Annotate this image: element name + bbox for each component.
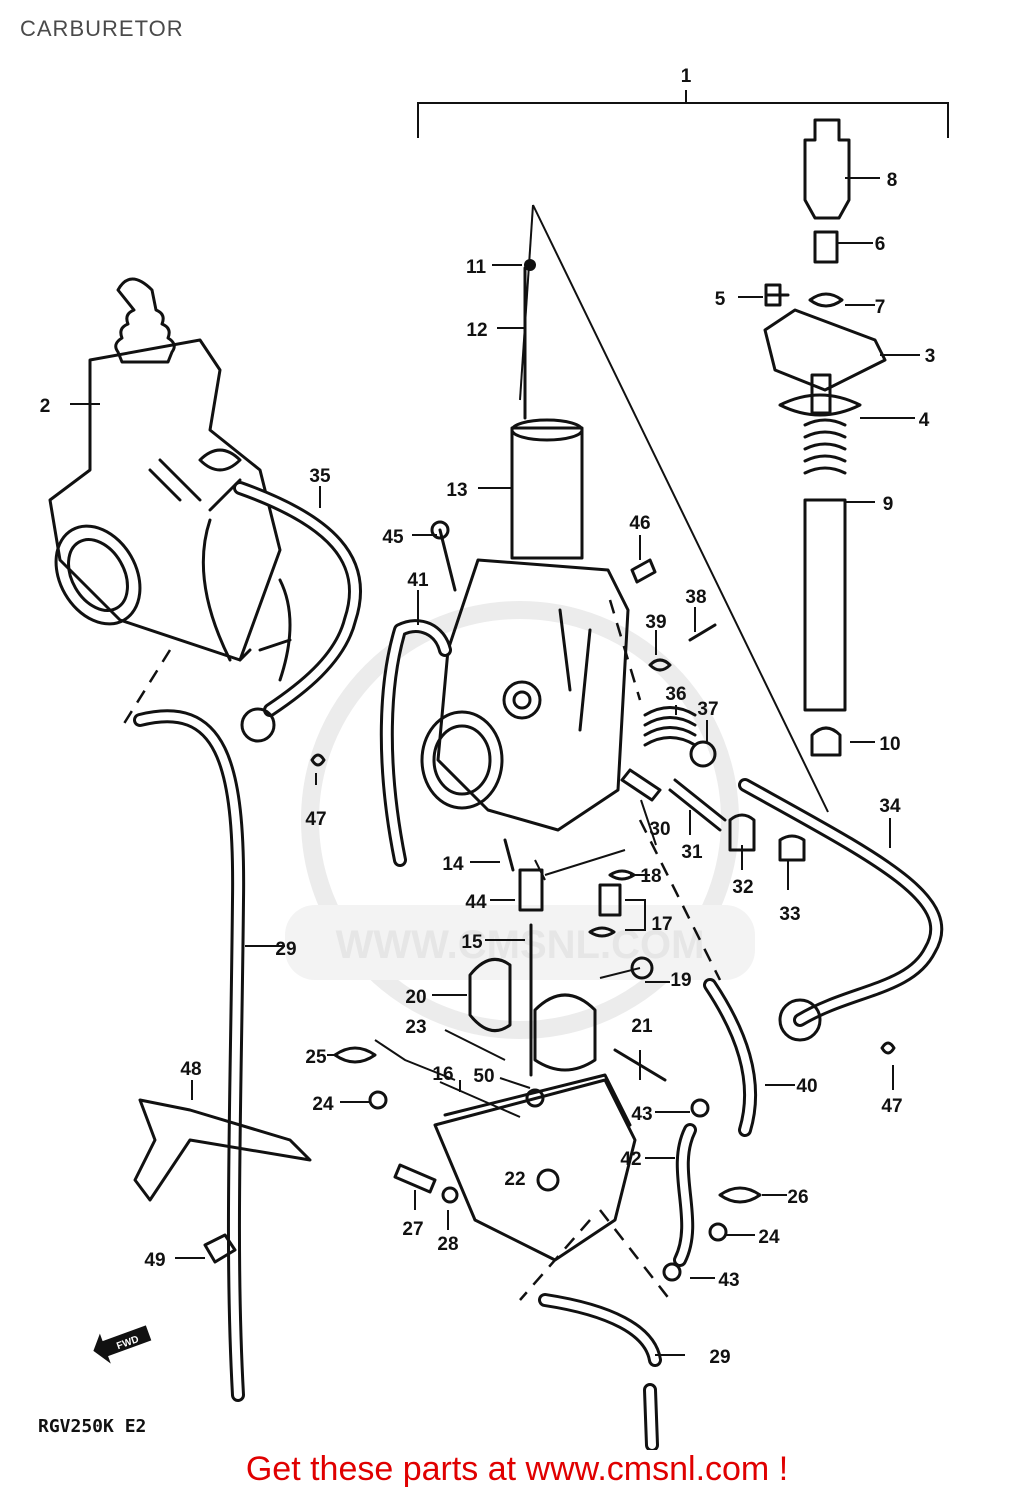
- callout-label: 31: [681, 842, 703, 863]
- page-title: CARBURETOR: [20, 16, 184, 41]
- callout-label: 27: [402, 1219, 423, 1240]
- hose-35: [233, 481, 362, 717]
- callout-label: 6: [875, 234, 886, 255]
- callout-label: 45: [382, 527, 404, 548]
- carburetor-left-drawing: [48, 277, 292, 682]
- callout-label: 22: [504, 1169, 525, 1190]
- callout-labels: 1 2 3 4 5 6 7 8 9 10 11 12 13 14 15 16 1…: [40, 66, 936, 1368]
- callout-label: 3: [925, 346, 936, 367]
- watermark: WWW.CMSNL.COM: [285, 601, 755, 1039]
- callout-label: 29: [709, 1347, 730, 1368]
- callout-label: 40: [796, 1076, 817, 1097]
- callout-label: 37: [697, 699, 718, 720]
- callout-label: 14: [442, 854, 464, 875]
- callout-label: 46: [629, 513, 650, 534]
- callout-label: 34: [879, 796, 901, 817]
- callout-label: 24: [758, 1227, 780, 1248]
- leader-lines: [70, 177, 920, 1356]
- callout-label: 19: [670, 970, 691, 991]
- callout-label: 4: [919, 410, 930, 431]
- callout-label: 20: [405, 987, 426, 1008]
- assembly-bracket: [417, 90, 949, 138]
- callout-label: 47: [305, 809, 326, 830]
- callout-label: 5: [715, 289, 726, 310]
- callout-label: 11: [466, 257, 487, 278]
- carburetor-main-drawing: [420, 259, 630, 832]
- callout-label: 35: [309, 466, 331, 487]
- hose-29-left: [133, 709, 246, 1402]
- callout-label: 32: [732, 877, 753, 898]
- callout-label: 47: [881, 1096, 902, 1117]
- callout-label: 38: [685, 587, 706, 608]
- callout-label: 42: [620, 1149, 641, 1170]
- callout-label: 36: [665, 684, 686, 705]
- callout-label: 23: [405, 1017, 426, 1038]
- callout-label: 43: [631, 1104, 652, 1125]
- callout-label: 9: [883, 494, 894, 515]
- callout-label: 25: [305, 1047, 327, 1068]
- callout-label: 24: [312, 1094, 334, 1115]
- hose-34: [738, 778, 944, 1027]
- callout-label: 39: [645, 612, 666, 633]
- callout-label: 29: [275, 939, 296, 960]
- callout-label: 41: [407, 570, 429, 591]
- callout-label: 15: [461, 932, 483, 953]
- callout-label: 17: [651, 914, 672, 935]
- guide-line: [532, 204, 829, 813]
- callout-label: 8: [887, 170, 898, 191]
- throttle-top-drawing: [763, 118, 887, 757]
- model-code: RGV250K E2: [38, 1416, 146, 1437]
- small-parts-drawing: [133, 520, 896, 1282]
- callout-label: 13: [446, 480, 467, 501]
- callout-label: 21: [631, 1016, 653, 1037]
- callout-label: 43: [718, 1270, 739, 1291]
- clamp: [240, 707, 276, 743]
- callout-label: 30: [649, 819, 670, 840]
- callout-label: 48: [180, 1059, 201, 1080]
- forward-arrow-icon: FWD: [93, 1325, 152, 1364]
- callout-label: 28: [437, 1234, 458, 1255]
- callout-label: 44: [465, 892, 487, 913]
- parts-diagram: WWW.CMSNL.COM: [38, 66, 949, 1450]
- callout-label: 18: [640, 866, 661, 887]
- callout-label: 12: [466, 320, 487, 341]
- footer-link[interactable]: Get these parts at www.cmsnl.com !: [245, 1450, 789, 1488]
- float-bowl-drawing: [393, 868, 637, 1262]
- callout-label: 26: [787, 1187, 808, 1208]
- callout-label: 1: [681, 66, 692, 87]
- callout-label: 16: [432, 1064, 453, 1085]
- callout-label: 2: [40, 396, 51, 417]
- callout-label: 50: [473, 1066, 494, 1087]
- callout-label: 49: [144, 1250, 165, 1271]
- callout-label: 7: [875, 297, 886, 318]
- callout-label: 10: [879, 734, 900, 755]
- callout-label: 33: [779, 904, 800, 925]
